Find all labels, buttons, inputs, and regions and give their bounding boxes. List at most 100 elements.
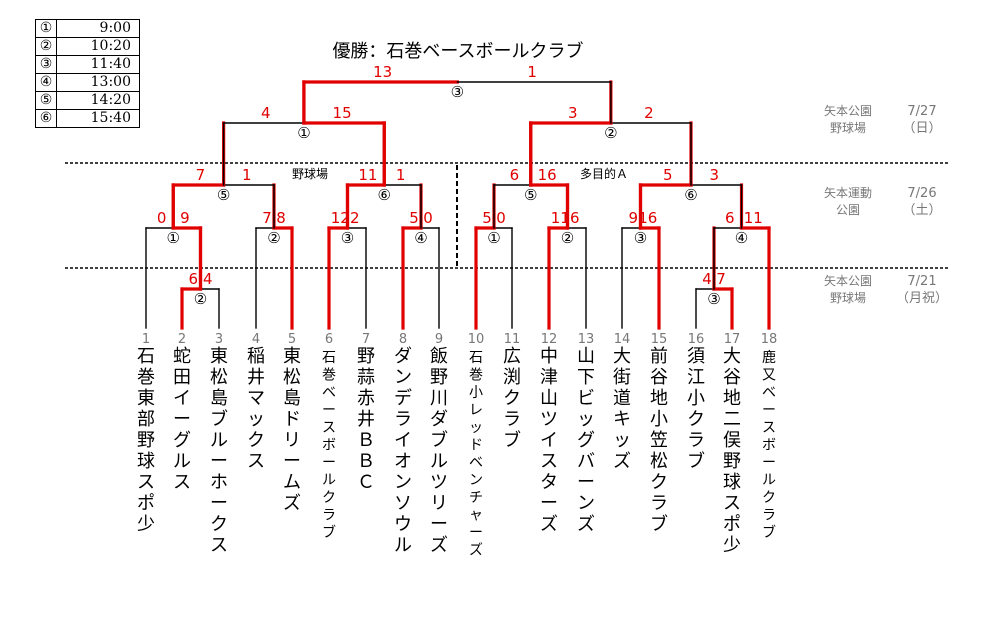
score-left: 13 xyxy=(373,63,392,81)
score-left: 4 xyxy=(261,104,271,122)
team-number: 11 xyxy=(504,332,521,347)
score-left: 3 xyxy=(568,104,578,122)
venue-date: 7/27 xyxy=(907,104,936,119)
team-name: 大谷地二俣野球スポ少 xyxy=(723,346,741,556)
score-right: 0 xyxy=(496,209,506,227)
score-right: 8 xyxy=(276,209,286,227)
team-name: 石巻東部野球スポ少 xyxy=(137,346,155,535)
venue-name: 矢本運動 xyxy=(824,186,872,200)
score-right: 0 xyxy=(423,209,433,227)
game-number-mark: ④ xyxy=(414,229,427,247)
score-right: 4 xyxy=(203,270,213,288)
team-number: 4 xyxy=(252,332,260,347)
team-number: 8 xyxy=(399,332,407,347)
team-number: 16 xyxy=(688,332,705,347)
team-number: 15 xyxy=(651,332,668,347)
champion-title: 優勝：石巻ベースボールクラブ xyxy=(332,40,583,62)
schedule-game-number: ⑥ xyxy=(35,109,57,128)
game-number-mark: ⑥ xyxy=(684,186,697,204)
field-label: 野球場 xyxy=(292,167,328,181)
score-left: 6 xyxy=(188,270,198,288)
game-number-mark: ④ xyxy=(735,229,748,247)
score-right: 2 xyxy=(644,104,654,122)
team-name: 飯野川ダブルツリーズ xyxy=(430,346,448,556)
score-left: 6 xyxy=(725,209,735,227)
schedule-time: 11:40 xyxy=(56,55,140,74)
team-name: 蛇田イーグルス xyxy=(173,346,191,493)
score-right: 9 xyxy=(180,209,190,227)
game-number-mark: ⑥ xyxy=(378,186,391,204)
team-name: ダンデライオンソウル xyxy=(394,346,412,556)
score-right: 16 xyxy=(638,209,657,227)
venue-day: （日） xyxy=(902,121,941,136)
score-right: 7 xyxy=(716,270,726,288)
team-number: 18 xyxy=(761,332,778,347)
game-number-mark: ① xyxy=(297,124,310,142)
venue-name: 公園 xyxy=(836,203,860,217)
score-right: 16 xyxy=(538,166,557,184)
schedule-time: 15:40 xyxy=(56,109,140,128)
score-right: 2 xyxy=(350,209,360,227)
score-right: 1 xyxy=(242,166,252,184)
team-number: 9 xyxy=(435,332,443,347)
game-number-mark: ⑤ xyxy=(217,186,230,204)
game-number-mark: ② xyxy=(604,124,617,142)
game-number-mark: ① xyxy=(167,229,180,247)
team-number: 7 xyxy=(362,332,370,347)
score-right: 6 xyxy=(570,209,580,227)
team-name: 鹿又ベースボールクラブ xyxy=(762,349,776,541)
score-left: 5 xyxy=(409,209,419,227)
score-left: 12 xyxy=(331,209,350,227)
team-number: 6 xyxy=(325,332,333,347)
team-number: 14 xyxy=(614,332,631,347)
team-name: 広渕クラブ xyxy=(503,346,521,451)
team-number: 13 xyxy=(578,332,595,347)
team-name: 須江小クラブ xyxy=(687,346,705,472)
game-number-mark: ③ xyxy=(451,83,464,101)
score-right: 1 xyxy=(396,166,406,184)
score-left: 7 xyxy=(262,209,272,227)
team-name: 石巻小レッドベンチャーズ xyxy=(469,350,483,559)
score-right: 11 xyxy=(744,209,763,227)
score-left: 9 xyxy=(628,209,638,227)
team-name: 東松島ドリームズ xyxy=(283,346,301,514)
venue-date: 7/26 xyxy=(907,186,936,201)
score-right: 15 xyxy=(333,104,352,122)
team-name: 東松島ブルーホークス xyxy=(210,346,228,556)
venue-name: 野球場 xyxy=(830,291,866,305)
score-left: 5 xyxy=(663,166,673,184)
team-number: 17 xyxy=(724,332,741,347)
team-name: 大街道キッズ xyxy=(613,346,631,472)
team-number: 2 xyxy=(178,332,186,347)
venue-name: 野球場 xyxy=(830,121,866,135)
team-number: 10 xyxy=(468,332,485,347)
team-name: 山下ビッグバーンズ xyxy=(577,346,595,535)
venue-date: 7/21 xyxy=(907,274,936,289)
team-number: 12 xyxy=(541,332,558,347)
game-number-mark: ② xyxy=(194,290,207,308)
game-number-mark: ① xyxy=(487,229,500,247)
score-left: 11 xyxy=(358,166,377,184)
game-number-mark: ③ xyxy=(707,290,720,308)
team-name: 前谷地小笠松クラブ xyxy=(650,346,668,535)
team-name: 野蒜赤井ＢＢＣ xyxy=(357,346,375,493)
game-number-mark: ② xyxy=(267,229,280,247)
team-name: 稲井マックス xyxy=(247,346,265,472)
score-left: 0 xyxy=(157,209,167,227)
venue-name: 矢本公園 xyxy=(824,104,872,118)
team-number: 3 xyxy=(215,332,223,347)
score-left: 5 xyxy=(482,209,492,227)
venue-day: （土） xyxy=(902,203,941,218)
venue-name: 矢本公園 xyxy=(824,274,872,288)
field-label: 多目的Ａ xyxy=(580,166,628,181)
venue-day: （月祝） xyxy=(896,291,948,306)
team-name: 中津山ツイスターズ xyxy=(540,346,558,535)
game-number-mark: ③ xyxy=(634,229,647,247)
score-left: 11 xyxy=(551,209,570,227)
